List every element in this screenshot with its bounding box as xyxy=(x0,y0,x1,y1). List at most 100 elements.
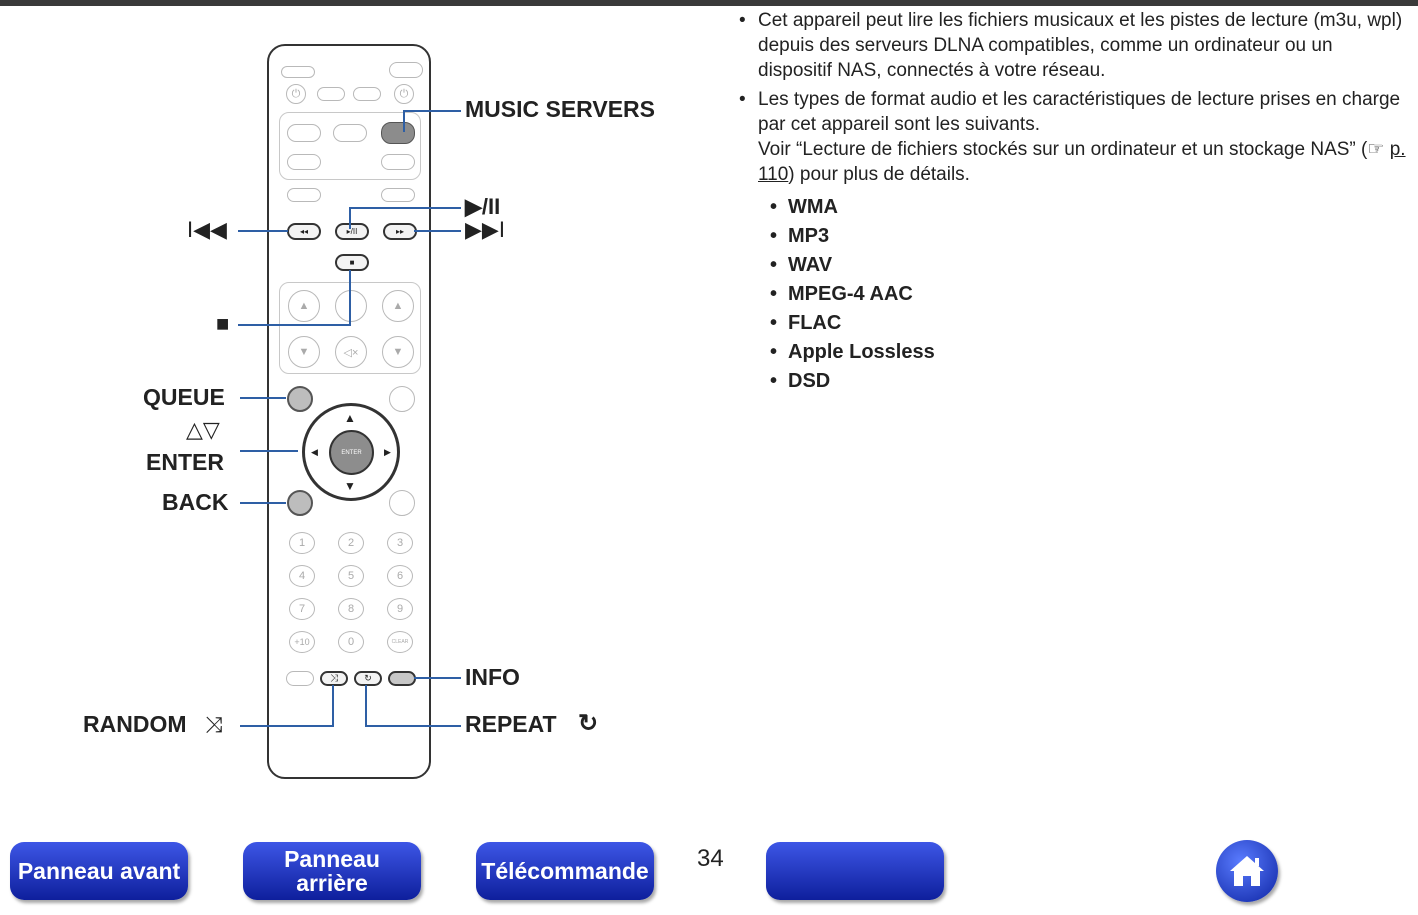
page-ref-link[interactable]: p. 110 xyxy=(758,139,1406,185)
callout-line-repeat xyxy=(365,685,367,727)
bullet-formats-intro: Les types de format audio et les caracté… xyxy=(758,89,1401,135)
bullet-dlna: Cet appareil peut lire les fichiers musi… xyxy=(738,8,1410,83)
callout-line-prev xyxy=(238,230,288,232)
page-number: 34 xyxy=(697,845,724,872)
nav-remote-button[interactable]: Télécommande xyxy=(476,842,654,900)
format-item: FLAC xyxy=(770,309,1410,338)
mute-icon: ◁× xyxy=(335,336,367,368)
callout-line-next xyxy=(414,230,461,232)
callout-line-play-pause xyxy=(349,207,461,209)
num-key: 0 xyxy=(338,631,364,653)
callout-line-random xyxy=(332,685,334,727)
format-item: MP3 xyxy=(770,222,1410,251)
num-key: 2 xyxy=(338,532,364,554)
label-info: INFO xyxy=(465,664,520,690)
top-rule xyxy=(0,0,1418,6)
option-key xyxy=(389,386,415,412)
remote-favorite-button xyxy=(381,188,415,202)
remote-input-button xyxy=(353,87,381,101)
nav-rear-label-1: Panneau xyxy=(284,846,380,872)
queue-key xyxy=(287,386,313,412)
next-track-icon: ▶▶I xyxy=(465,217,505,242)
format-item: Apple Lossless xyxy=(770,338,1410,367)
remote-source-button xyxy=(287,154,321,170)
num-key: 5 xyxy=(338,565,364,587)
see-also-suffix: ) pour plus de détails. xyxy=(788,164,970,185)
channel-down-key: ▼ xyxy=(288,336,320,368)
power-icon: ⏻ xyxy=(286,84,306,104)
num-key: 8 xyxy=(338,598,364,620)
num-key: 3 xyxy=(387,532,413,554)
nav-blank-button[interactable] xyxy=(766,842,944,900)
see-also-text: Voir “Lecture de fichiers stockés sur un… xyxy=(758,139,1368,160)
stop-icon: ■ xyxy=(216,311,230,336)
format-item: WMA xyxy=(770,193,1410,222)
up-down-icon: △▽ xyxy=(186,417,220,442)
repeat-key: ↻ xyxy=(354,671,382,686)
shuffle-icon: ⤨ xyxy=(205,712,223,737)
repeat-icon: ↻ xyxy=(578,710,599,737)
num-key: 6 xyxy=(387,565,413,587)
remote-source-button xyxy=(281,66,315,78)
callout-line-play-pause xyxy=(349,207,351,229)
cursor-right-icon: ▶ xyxy=(384,447,391,457)
callout-line-repeat xyxy=(365,725,461,727)
format-item: MPEG-4 AAC xyxy=(770,280,1410,309)
stop-key: ■ xyxy=(335,254,369,271)
label-back: BACK xyxy=(162,489,229,515)
callout-line-enter xyxy=(240,450,298,452)
bullet-formats: Les types de format audio et les caracté… xyxy=(738,87,1410,187)
remote-input-button xyxy=(317,87,345,101)
num-key: 4 xyxy=(289,565,315,587)
clear-key: CLEAR xyxy=(387,631,413,653)
callout-line-queue xyxy=(240,397,286,399)
next-key: ▸▸ xyxy=(383,223,417,240)
play-pause-icon: ▶/II xyxy=(465,194,501,219)
enter-key: ENTER xyxy=(329,430,374,475)
cursor-dpad: ▲ ▼ ◀ ▶ ENTER xyxy=(302,403,400,501)
nav-front-panel-button[interactable]: Panneau avant xyxy=(10,842,188,900)
callout-line-random xyxy=(240,725,334,727)
num-key: 7 xyxy=(289,598,315,620)
callout-line-stop xyxy=(349,270,351,326)
power-icon: ⏻ xyxy=(394,84,414,104)
nav-rear-panel-button[interactable]: Panneau arrière xyxy=(243,842,421,900)
channel-up-key: ▲ xyxy=(288,290,320,322)
remote-source-button xyxy=(287,124,321,142)
label-music-servers: MUSIC SERVERS xyxy=(465,96,656,122)
format-list: WMA MP3 WAV MPEG-4 AAC FLAC Apple Lossle… xyxy=(770,193,1410,396)
callout-line-music-servers xyxy=(403,110,461,112)
num-key: 1 xyxy=(289,532,315,554)
prev-track-icon: I◀◀ xyxy=(187,217,227,242)
page-ref-icon: ☞ xyxy=(1367,139,1385,160)
format-item: WAV xyxy=(770,251,1410,280)
remote-zone-button xyxy=(389,62,423,78)
home-button[interactable] xyxy=(1216,840,1278,902)
delete-key xyxy=(286,671,314,686)
setup-key xyxy=(389,490,415,516)
volume-up-key: ▲ xyxy=(382,290,414,322)
remote-source-button xyxy=(381,154,415,170)
prev-key: ◂◂ xyxy=(287,223,321,240)
music-servers-key xyxy=(381,122,415,144)
num-key: 9 xyxy=(387,598,413,620)
label-repeat: REPEAT xyxy=(465,711,557,737)
cursor-left-icon: ◀ xyxy=(311,447,318,457)
info-key xyxy=(388,671,416,686)
label-queue: QUEUE xyxy=(143,384,225,410)
random-key: ⤨ xyxy=(320,671,348,686)
callout-line-back xyxy=(240,502,286,504)
callout-line-stop xyxy=(238,324,350,326)
cursor-down-icon: ▼ xyxy=(344,479,356,493)
description: Cet appareil peut lire les fichiers musi… xyxy=(738,8,1410,396)
back-key xyxy=(287,490,313,516)
cursor-up-icon: ▲ xyxy=(344,411,356,425)
remote-source-button xyxy=(333,124,367,142)
remote-blank-key xyxy=(335,290,367,322)
format-item: DSD xyxy=(770,367,1410,396)
remote-source-panel xyxy=(279,112,421,180)
label-enter: ENTER xyxy=(146,449,224,475)
num-key: +10 xyxy=(289,631,315,653)
volume-down-key: ▼ xyxy=(382,336,414,368)
play-pause-key: ▸/II xyxy=(335,223,369,240)
